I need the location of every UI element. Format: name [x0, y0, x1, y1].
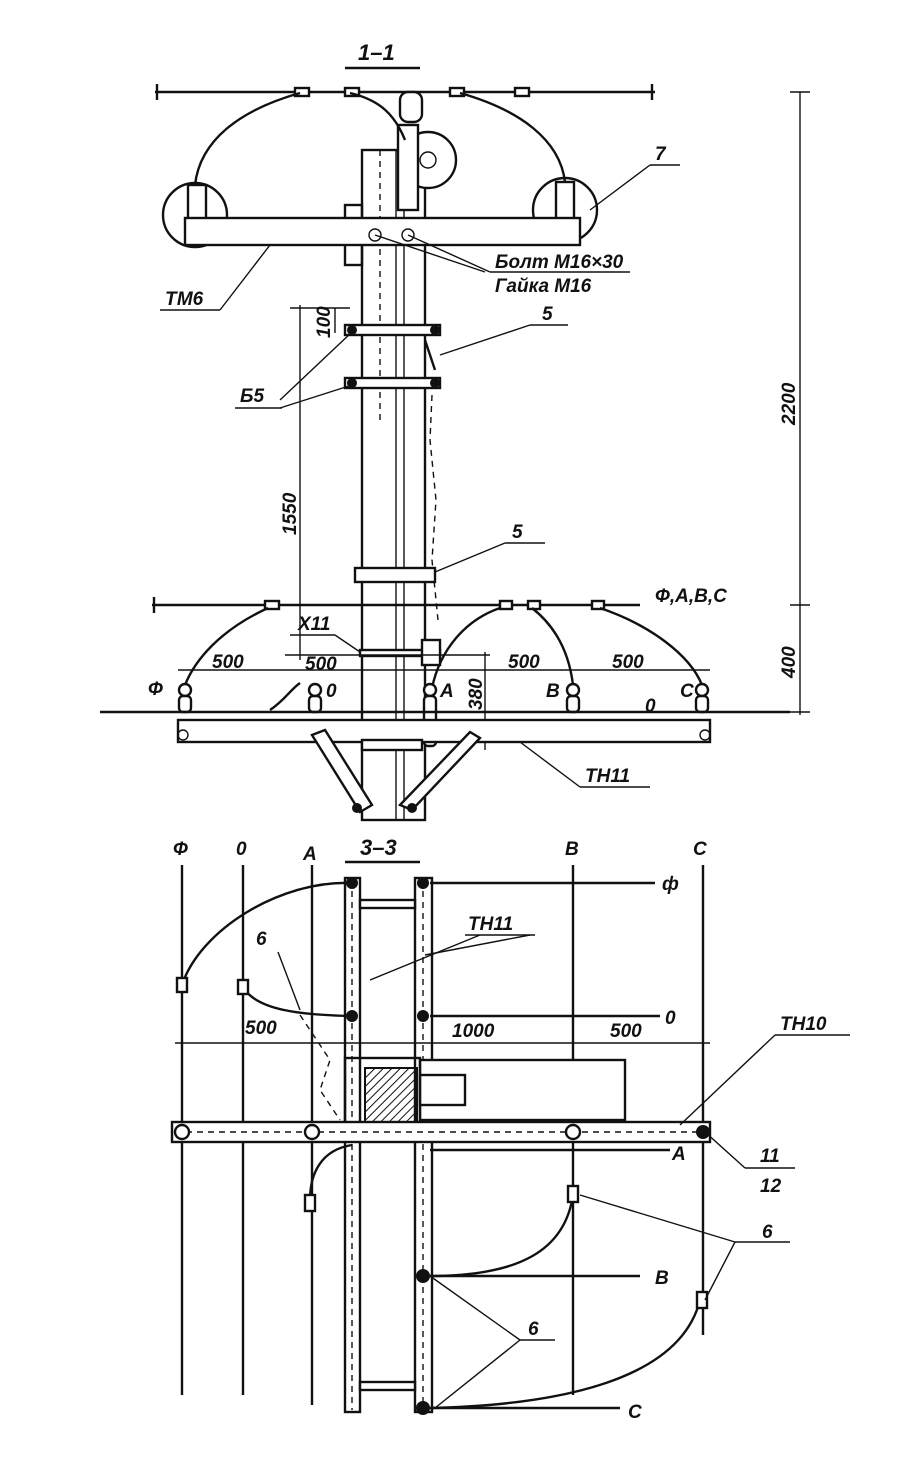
ref-6-top: 6	[256, 929, 267, 950]
wire-set-label: Ф,А,В,С	[655, 586, 727, 607]
dim-500-left: 500	[245, 1018, 277, 1039]
section-title-1-1: 1–1	[358, 40, 395, 65]
ref-5-upper: 5	[542, 304, 553, 325]
phase-b-label: В	[546, 681, 560, 702]
phase-0-label: 0	[326, 681, 337, 702]
section-1-1: 1–1 Болт М16×30 Гайка М16 ТМ6 7 Б5 5	[100, 40, 810, 822]
col-label-c: С	[693, 839, 707, 860]
section-3-3: 3–3 Ф 0 А В С ф 0 А В С	[170, 835, 850, 1423]
dim-500-4: 500	[612, 652, 644, 673]
insulator-top-center	[396, 90, 458, 212]
dim-500-right: 500	[610, 1021, 642, 1042]
channel-th11-label: ТН11	[468, 914, 513, 935]
nut-label: Гайка М16	[495, 276, 592, 297]
dim-500-3: 500	[508, 652, 540, 673]
dim-400: 400	[779, 646, 800, 679]
wire-b-label: В	[655, 1268, 669, 1289]
ref-12: 12	[760, 1176, 782, 1197]
pole-section-hatched	[364, 1067, 418, 1124]
crossarm-tm6-label: ТМ6	[165, 289, 204, 310]
dim-1550: 1550	[280, 492, 301, 535]
ref-5-lower: 5	[512, 522, 523, 543]
col-label-f: Ф	[173, 839, 188, 860]
ref-6-right: 6	[762, 1222, 773, 1243]
ref-x11: Х11	[297, 614, 330, 635]
dim-500-2: 500	[305, 654, 337, 675]
dim-380: 380	[466, 678, 487, 710]
neutral-label: 0	[645, 696, 656, 717]
wire-c-label: С	[628, 1402, 642, 1423]
wire-f-label: ф	[662, 874, 679, 895]
dim-1000: 1000	[452, 1021, 495, 1042]
bolt-label: Болт М16×30	[495, 252, 624, 273]
wire-0-label: 0	[665, 1008, 676, 1029]
ref-b5: Б5	[240, 386, 264, 407]
ref-7: 7	[655, 144, 667, 165]
crossarm-th11	[176, 718, 712, 744]
phase-f-label: Ф	[148, 679, 163, 700]
col-label-b: В	[565, 839, 579, 860]
pole	[360, 148, 427, 822]
ref-6-bottom: 6	[528, 1319, 539, 1340]
col-label-0: 0	[236, 839, 247, 860]
ref-11: 11	[760, 1146, 780, 1167]
dim-100: 100	[314, 306, 335, 338]
crossarm-tm6	[183, 216, 582, 247]
dim-500-1: 500	[212, 652, 244, 673]
phase-a-label: А	[439, 681, 454, 702]
section-title-3-3: 3–3	[360, 835, 397, 860]
phase-c-label: С	[680, 681, 694, 702]
crossarm-th11-label: ТН11	[585, 766, 630, 787]
col-label-a: А	[302, 844, 317, 865]
crossarm-th10-label: ТН10	[780, 1014, 827, 1035]
dim-2200: 2200	[779, 382, 800, 426]
wire-a-label: А	[671, 1144, 686, 1165]
